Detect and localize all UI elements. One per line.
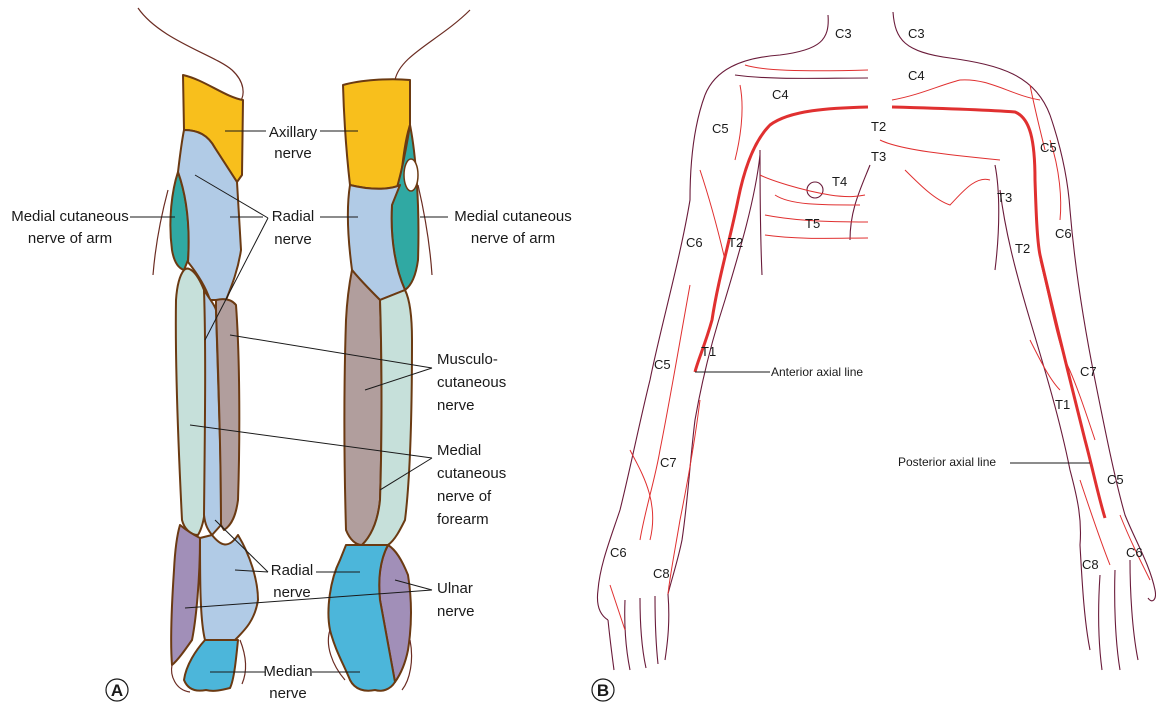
label-radial-hand-2: nerve bbox=[273, 584, 311, 601]
dermatome-c7-left: C7 bbox=[660, 455, 677, 470]
dermatome-c4-left: C4 bbox=[772, 87, 789, 102]
dermatome-labels: C3 C3 C4 C4 C5 C5 T2 T3 T4 T5 C6 T2 T3 C… bbox=[610, 26, 1143, 581]
left-arm-edge bbox=[153, 190, 168, 275]
right-elbow-patch bbox=[404, 159, 418, 191]
label-mcnf-1: Medial bbox=[437, 442, 481, 459]
panel-a: Axillary nerve Radial nerve Medial cutan… bbox=[11, 8, 572, 702]
dermatome-c5-left: C5 bbox=[712, 121, 729, 136]
label-median-1: Median bbox=[263, 663, 312, 680]
dermatome-c6-hand-right: C6 bbox=[1126, 545, 1143, 560]
label-mcna-right-1: Medial cutaneous bbox=[454, 208, 572, 225]
neck-left-outline bbox=[705, 15, 828, 95]
left-radial-hand-region bbox=[200, 535, 258, 640]
dermatome-c3-left: C3 bbox=[835, 26, 852, 41]
label-mcnf-3: nerve of bbox=[437, 488, 492, 505]
left-arm-inner bbox=[668, 155, 760, 594]
dermatome-t1-left: T1 bbox=[701, 344, 716, 359]
left-median-hand-region bbox=[184, 640, 238, 691]
panel-b-marker-text: B bbox=[597, 681, 609, 700]
label-musc-1: Musculo- bbox=[437, 351, 498, 368]
label-median-2: nerve bbox=[269, 685, 307, 702]
dermatome-c4-right: C4 bbox=[908, 68, 925, 83]
label-ulnar-1: Ulnar bbox=[437, 580, 473, 597]
label-mcna-left-2: nerve of arm bbox=[28, 230, 112, 247]
label-ulnar-2: nerve bbox=[437, 603, 475, 620]
dermatome-t2-center: T2 bbox=[871, 119, 886, 134]
panel-b: Anterior axial line Posterior axial line… bbox=[592, 12, 1155, 701]
dermatome-c5-forearm-right: C5 bbox=[1107, 472, 1124, 487]
dermatome-t2-left: T2 bbox=[728, 235, 743, 250]
dermatome-t2-right: T2 bbox=[1015, 241, 1030, 256]
dermatome-t4: T4 bbox=[832, 174, 847, 189]
anterior-axial-label: Anterior axial line bbox=[771, 365, 863, 379]
panel-a-marker: A bbox=[106, 679, 128, 701]
dermatome-c6-right: C6 bbox=[1055, 226, 1072, 241]
dermatome-c7-right: C7 bbox=[1080, 364, 1097, 379]
left-ulnar-hand-region bbox=[171, 525, 200, 665]
left-medial-forearm-region bbox=[176, 269, 206, 535]
dermatome-c6-hand-left: C6 bbox=[610, 545, 627, 560]
right-arm-edge bbox=[418, 185, 432, 275]
panel-b-outlines bbox=[597, 12, 1155, 670]
panel-b-marker: B bbox=[592, 679, 614, 701]
dermatome-c6-left: C6 bbox=[686, 235, 703, 250]
dermatome-t3-center: T3 bbox=[871, 149, 886, 164]
nipple-outline bbox=[807, 182, 823, 198]
label-mcnf-4: forearm bbox=[437, 511, 489, 528]
right-limb bbox=[328, 79, 418, 690]
label-musc-2: cutaneous bbox=[437, 374, 506, 391]
label-radial-2: nerve bbox=[274, 231, 312, 248]
panel-a-marker-text: A bbox=[111, 681, 123, 700]
panel-a-labels: Axillary nerve Radial nerve Medial cutan… bbox=[11, 124, 572, 702]
label-axillary-2: nerve bbox=[274, 145, 312, 162]
dermatome-t5: T5 bbox=[805, 216, 820, 231]
label-mcna-left-1: Medial cutaneous bbox=[11, 208, 129, 225]
label-mcna-right-2: nerve of arm bbox=[471, 230, 555, 247]
anterior-axial-line bbox=[695, 107, 868, 372]
chest-outline bbox=[760, 150, 870, 275]
label-mcnf-2: cutaneous bbox=[437, 465, 506, 482]
dermatome-c5-right: C5 bbox=[1040, 140, 1057, 155]
dermatome-t3-right: T3 bbox=[997, 190, 1012, 205]
right-neck-contour bbox=[395, 10, 470, 80]
left-arm-outer bbox=[597, 95, 705, 620]
label-musc-3: nerve bbox=[437, 397, 475, 414]
scapula-outline bbox=[995, 165, 999, 270]
label-radial-hand-1: Radial bbox=[271, 562, 314, 579]
posterior-axial-label: Posterior axial line bbox=[898, 455, 996, 469]
left-limb bbox=[170, 75, 258, 692]
dermatome-t1-right: T1 bbox=[1055, 397, 1070, 412]
collar-line bbox=[735, 75, 868, 78]
dermatome-c8-left: C8 bbox=[653, 566, 670, 581]
dermatome-c5-arm-left: C5 bbox=[654, 357, 671, 372]
right-musculocutaneous-region bbox=[345, 270, 382, 545]
dermatome-c3-right: C3 bbox=[908, 26, 925, 41]
dermatome-c8-right: C8 bbox=[1082, 557, 1099, 572]
label-axillary-1: Axillary bbox=[269, 124, 318, 141]
label-radial-1: Radial bbox=[272, 208, 315, 225]
